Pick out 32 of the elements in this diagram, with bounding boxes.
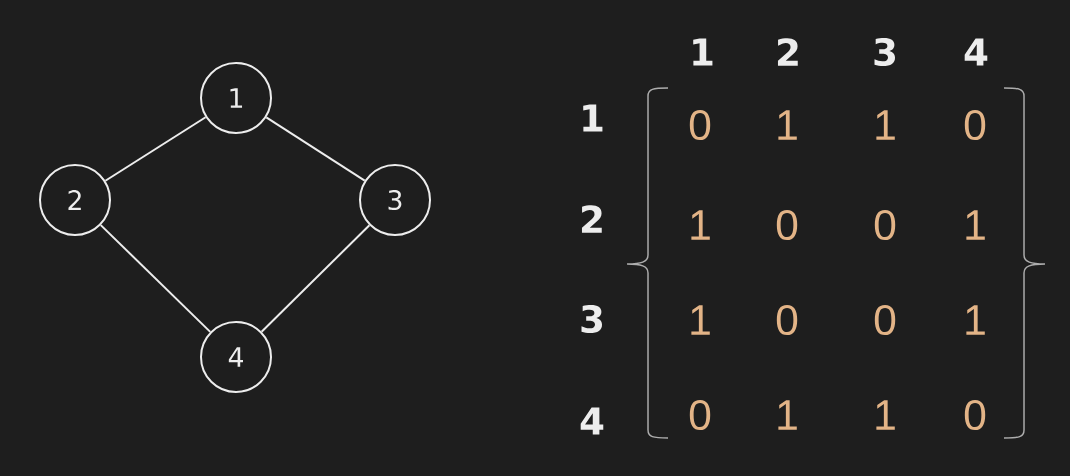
matrix-entry: 1 xyxy=(966,305,985,335)
column-label: 3 xyxy=(874,37,895,67)
matrix-entry: 1 xyxy=(778,400,797,430)
graph-node: 2 xyxy=(39,164,111,236)
edge-line xyxy=(265,116,366,182)
matrix-entry: 0 xyxy=(874,304,896,336)
edge-line xyxy=(104,116,207,182)
row-label: 2 xyxy=(581,205,602,233)
graph-node: 3 xyxy=(359,164,431,236)
matrix-entry: 0 xyxy=(964,399,986,431)
matrix-entry: 1 xyxy=(691,210,710,240)
matrix-entry: 0 xyxy=(689,399,711,431)
column-label: 1 xyxy=(693,38,713,66)
row-label: 3 xyxy=(581,304,602,334)
graph-node: 4 xyxy=(200,321,272,393)
matrix-entry: 0 xyxy=(776,209,798,241)
row-label: 4 xyxy=(580,407,604,435)
column-label: 4 xyxy=(964,38,988,66)
matrix-entry: 0 xyxy=(964,109,986,141)
matrix-entry: 0 xyxy=(874,209,896,241)
graph-node: 1 xyxy=(200,62,272,134)
edge-line xyxy=(260,224,371,333)
matrix-entry: 1 xyxy=(876,400,895,430)
edge-line xyxy=(99,224,212,333)
column-label: 2 xyxy=(777,38,798,66)
matrix-entry: 1 xyxy=(966,210,985,240)
matrix-entry: 0 xyxy=(776,304,798,336)
matrix-entry: 1 xyxy=(876,110,895,140)
matrix-entry: 1 xyxy=(778,110,797,140)
matrix-entry: 1 xyxy=(691,305,710,335)
row-label: 1 xyxy=(583,104,603,132)
matrix-entry: 0 xyxy=(689,109,711,141)
